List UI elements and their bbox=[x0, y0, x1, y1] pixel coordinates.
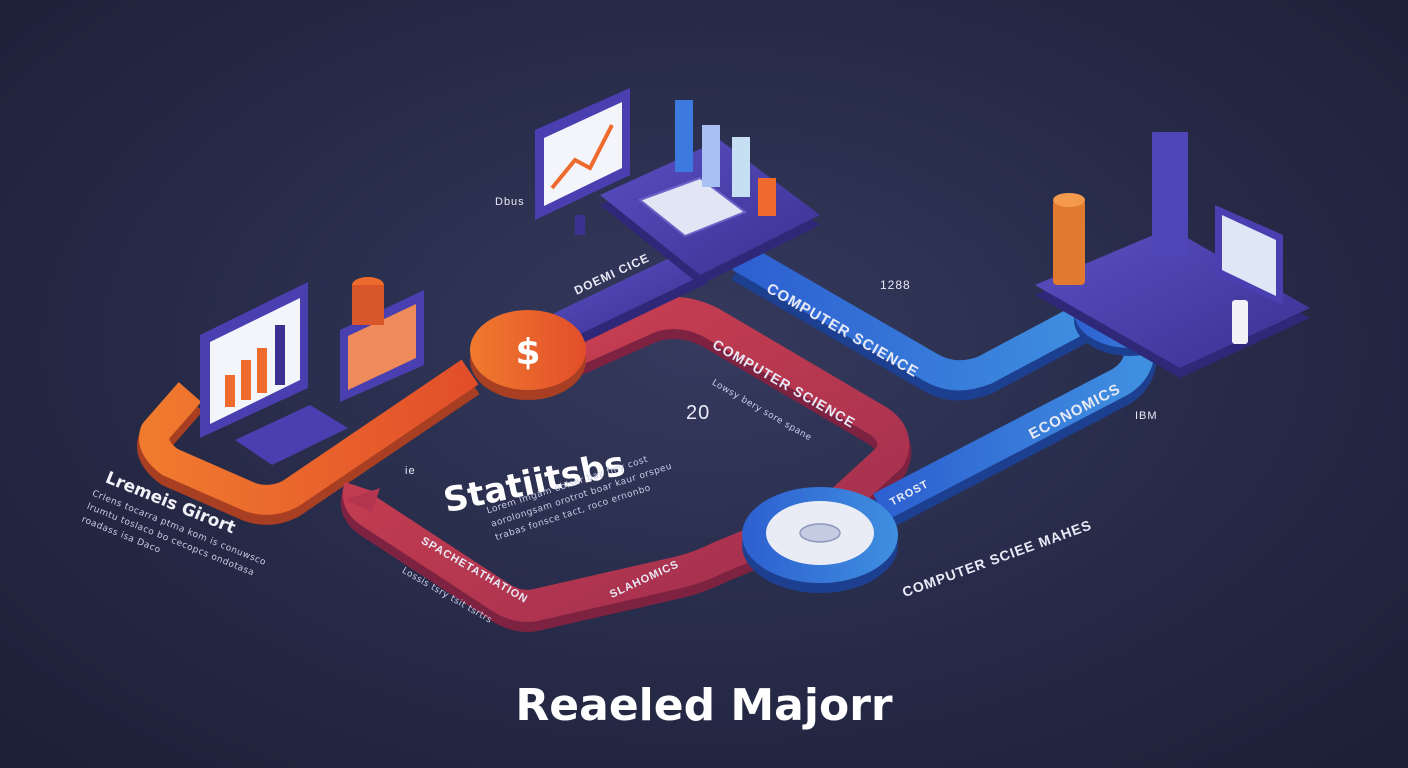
left-monitor-2-screen bbox=[348, 304, 416, 390]
bar-icon-4 bbox=[758, 178, 776, 216]
left-bar-1 bbox=[225, 375, 235, 407]
mouse-icon bbox=[799, 523, 841, 543]
orange-path-top bbox=[139, 359, 479, 515]
top-monitor-screen bbox=[544, 102, 622, 206]
blue-upper-path-top bbox=[732, 244, 1098, 391]
orange-node bbox=[470, 310, 586, 390]
annotation-ibm: IBM bbox=[1135, 410, 1158, 422]
left-bar-4 bbox=[275, 325, 285, 385]
bar-icon-3 bbox=[732, 137, 750, 197]
page-title: Reaeled Majorr bbox=[515, 680, 893, 731]
annotation-20: 20 bbox=[686, 402, 711, 424]
left-bar-2 bbox=[241, 360, 251, 400]
purple-path-top bbox=[553, 246, 707, 341]
annotation-ie: ie bbox=[405, 465, 416, 477]
bar-icon-1 bbox=[675, 100, 693, 172]
keyboard-icon bbox=[637, 176, 748, 238]
server-tower-icon bbox=[1152, 132, 1188, 257]
top-monitor-stand bbox=[575, 215, 585, 235]
coin-tower-icon bbox=[1053, 200, 1085, 285]
top-monitor-chart-icon bbox=[550, 124, 614, 190]
red-arrow-head bbox=[345, 488, 380, 512]
phone-icon bbox=[1232, 300, 1248, 344]
red-loop-top bbox=[342, 297, 910, 622]
dollar-icon: $ bbox=[515, 332, 540, 373]
coin-stack-body bbox=[352, 285, 384, 325]
coin-tower-top bbox=[1053, 193, 1085, 207]
annotation-1288: 1288 bbox=[880, 278, 911, 292]
annotation-dbus: Dbus bbox=[495, 196, 525, 208]
left-bar-3 bbox=[257, 348, 267, 393]
left-keyboard-icon bbox=[235, 405, 348, 465]
bar-icon-2 bbox=[702, 125, 720, 187]
right-monitor-screen bbox=[1222, 215, 1276, 296]
